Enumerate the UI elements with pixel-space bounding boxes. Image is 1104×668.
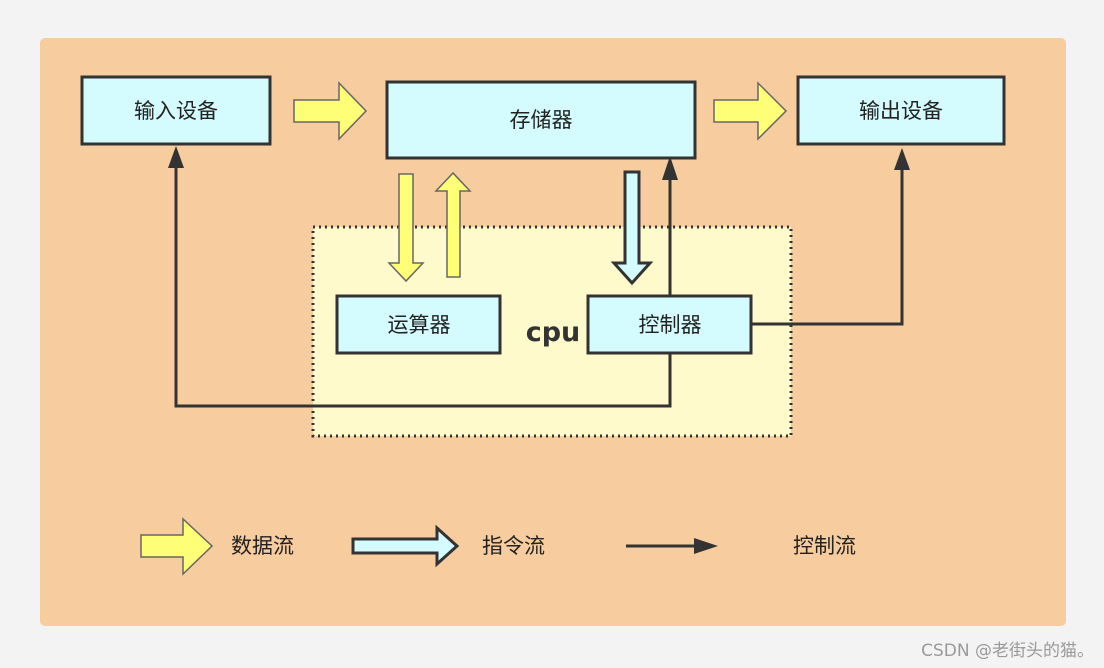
control-arrowheads bbox=[168, 146, 910, 180]
controller-box: 控制器 bbox=[586, 294, 753, 355]
memory-label: 存储器 bbox=[510, 108, 573, 132]
control-line-to-input bbox=[174, 162, 672, 408]
legend-control-flow-arrowhead-icon bbox=[694, 538, 718, 554]
alu-box: 运算器 bbox=[335, 294, 502, 355]
alu-label: 运算器 bbox=[388, 313, 451, 337]
control-lines bbox=[174, 162, 904, 408]
arrowhead-up-icon bbox=[894, 148, 910, 170]
legend: 数据流 指令流 控制流 bbox=[140, 517, 856, 576]
controller-label: 控制器 bbox=[639, 313, 702, 337]
memory-box: 存储器 bbox=[385, 80, 697, 160]
legend-instruction-flow-label: 指令流 bbox=[482, 534, 545, 558]
input-device-label: 输入设备 bbox=[134, 99, 218, 123]
control-line-to-output bbox=[751, 164, 904, 326]
legend-data-flow-arrow-icon bbox=[140, 517, 214, 576]
data-arrow-alu-to-memory bbox=[434, 171, 472, 278]
data-arrow-memory-to-alu bbox=[387, 173, 425, 283]
arrowhead-up-icon bbox=[168, 146, 184, 168]
legend-instruction-flow-arrow-icon bbox=[351, 524, 460, 568]
output-device-label: 输出设备 bbox=[859, 99, 943, 123]
instruction-arrow-memory-to-controller bbox=[610, 170, 654, 286]
watermark: CSDN @老街头的猫。 bbox=[921, 641, 1094, 661]
legend-data-flow-label: 数据流 bbox=[231, 534, 294, 558]
data-arrow-memory-to-output bbox=[713, 81, 788, 141]
data-arrow-input-to-memory bbox=[293, 81, 368, 141]
arrowhead-up-icon bbox=[662, 156, 678, 180]
cpu-label: cpu bbox=[526, 317, 581, 348]
legend-control-flow-label: 控制流 bbox=[793, 534, 856, 558]
output-device-box: 输出设备 bbox=[796, 75, 1006, 146]
input-device-box: 输入设备 bbox=[80, 75, 272, 146]
